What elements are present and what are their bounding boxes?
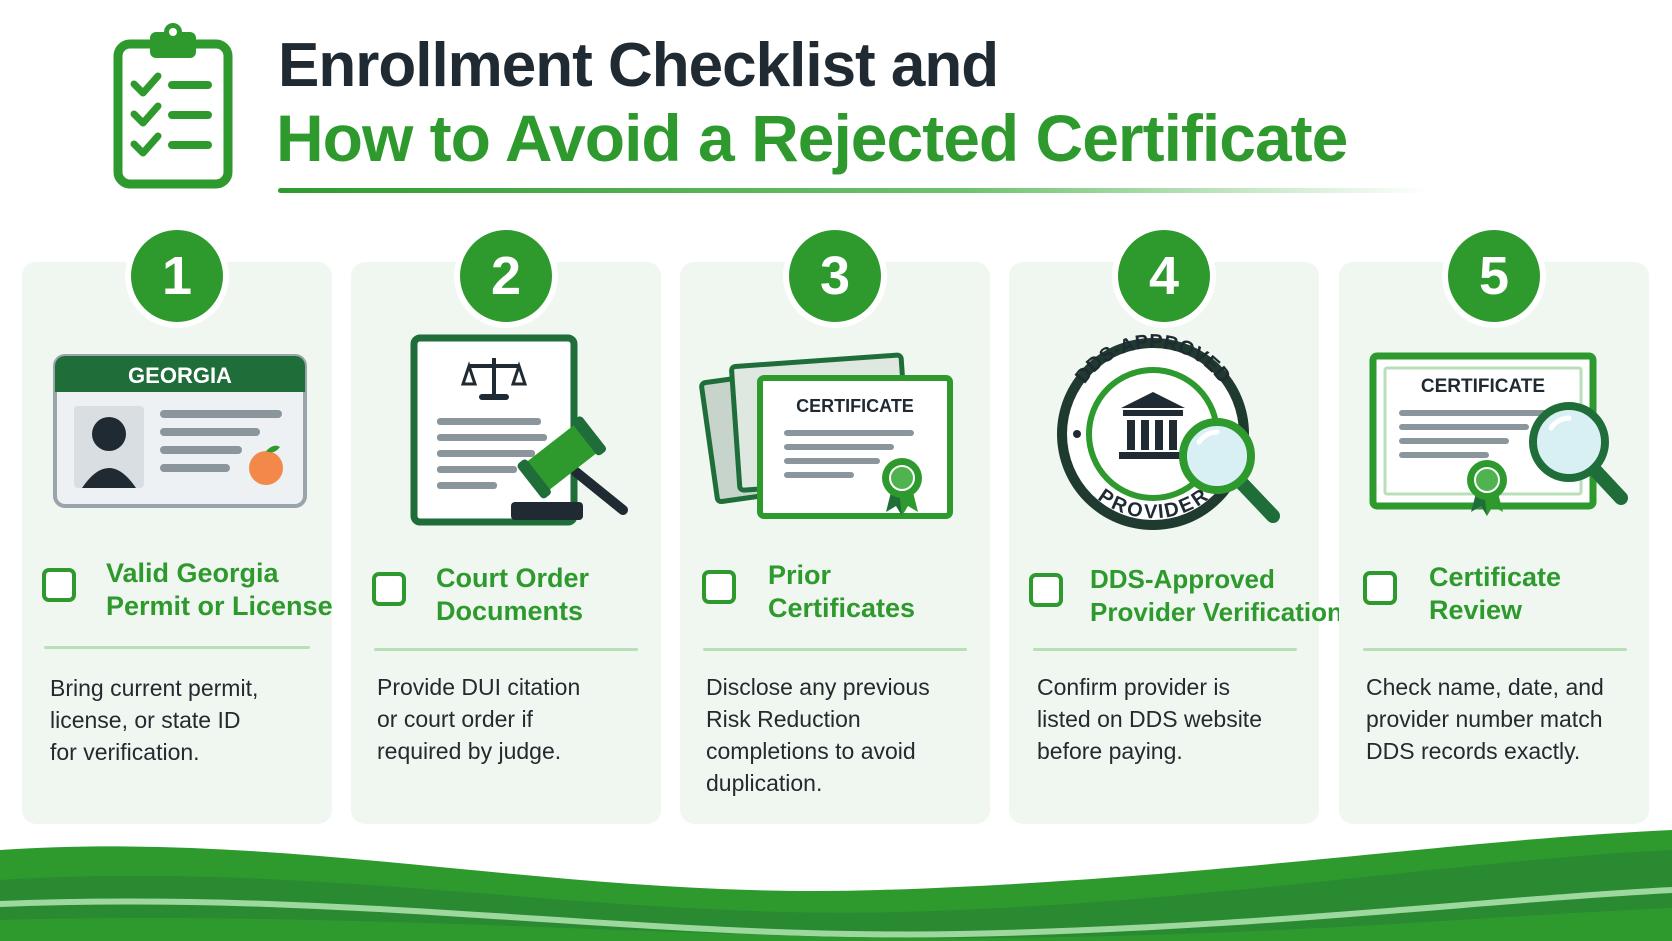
step-number-5: 5 <box>1448 230 1540 322</box>
step-description-1: Bring current permit,license, or state I… <box>50 675 259 765</box>
title-underline <box>278 188 1428 193</box>
page-title-line1: Enrollment Checklist and <box>278 31 999 100</box>
step-number-2: 2 <box>460 230 552 322</box>
step-number-3: 3 <box>789 230 881 322</box>
step-number-1: 1 <box>131 230 223 322</box>
step-divider-4 <box>1033 648 1297 651</box>
id-card-state-label: GEORGIA <box>128 363 232 388</box>
certificate-magnifier-icon: CERTIFICATE <box>1369 352 1628 516</box>
step-divider-1 <box>44 646 310 649</box>
stacked-certificates-icon: CERTIFICATE <box>699 352 953 519</box>
court-document-gavel-icon <box>410 334 628 526</box>
checkbox-step-4[interactable] <box>1029 573 1063 607</box>
footer-wave <box>0 830 1672 941</box>
clipboard-checklist-icon <box>113 23 233 189</box>
step-divider-3 <box>703 648 967 651</box>
certificate-label-3: CERTIFICATE <box>796 396 914 416</box>
header: Enrollment Checklist and How to Avoid a … <box>0 0 1672 200</box>
step-number-4: 4 <box>1118 230 1210 322</box>
step-card-3 <box>680 262 990 824</box>
step-divider-2 <box>374 648 638 651</box>
checkbox-step-2[interactable] <box>372 572 406 606</box>
step-divider-5 <box>1363 648 1627 651</box>
checkbox-step-3[interactable] <box>702 570 736 604</box>
certificate-label-5: CERTIFICATE <box>1421 376 1545 397</box>
georgia-id-card-icon: GEORGIA <box>53 354 307 508</box>
page-title-line2: How to Avoid a Rejected Certificate <box>276 101 1348 175</box>
checkbox-step-5[interactable] <box>1363 571 1397 605</box>
checkbox-step-1[interactable] <box>42 568 76 602</box>
dds-approved-seal-magnifier-icon: DDS-APPROVED PROVIDER <box>1057 331 1280 530</box>
